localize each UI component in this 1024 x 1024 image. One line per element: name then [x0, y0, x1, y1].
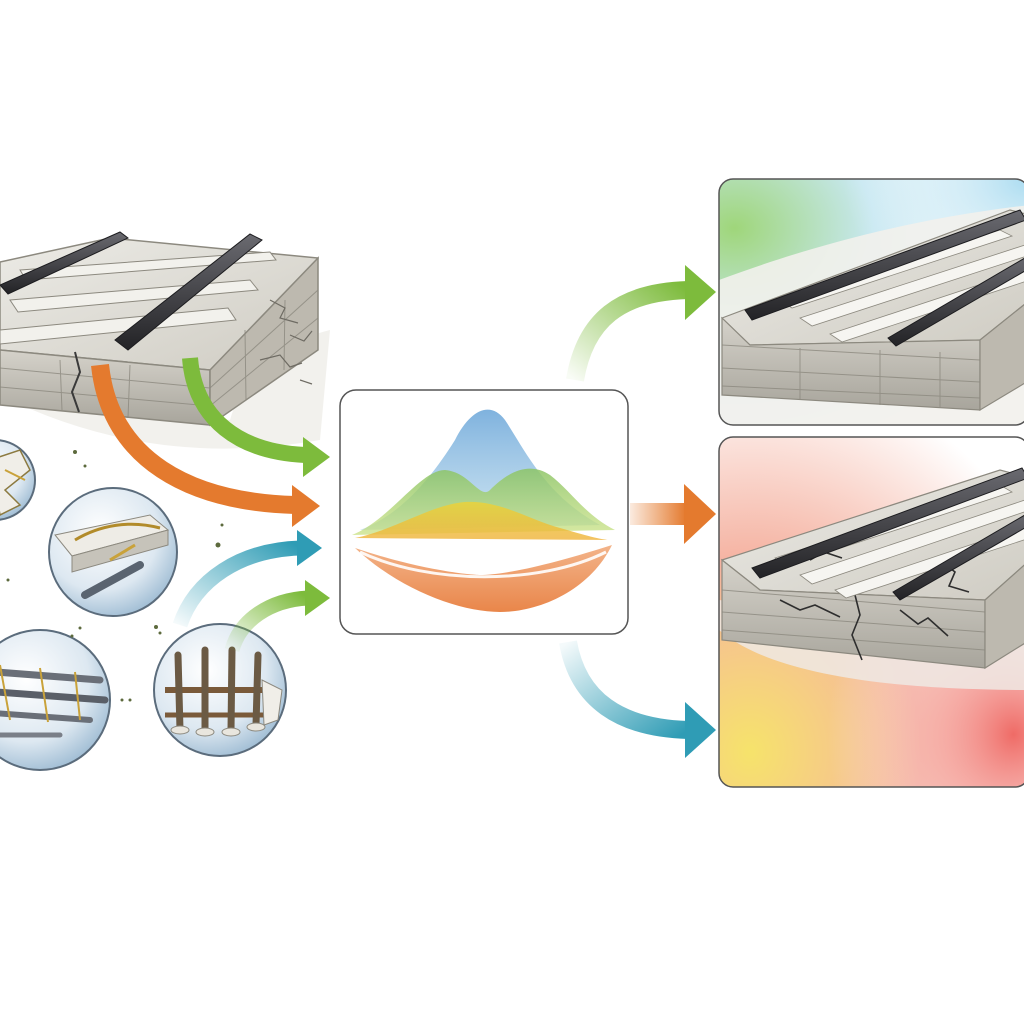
debris-dots: [6, 450, 224, 702]
input-arrow-teal: [172, 530, 322, 628]
component-circle-fastener: [0, 439, 36, 521]
output-arrow-green: [566, 265, 716, 382]
input-arrow-green-bottom: [224, 580, 330, 653]
fusion-model-panel: [339, 389, 629, 635]
component-circle-joint-bars: [0, 629, 111, 771]
source-track-block: [0, 231, 330, 449]
output-arrow-orange: [630, 484, 716, 544]
input-arrow-green-top: [182, 357, 330, 477]
component-circle-anchor-bolts: [153, 623, 287, 757]
output-panel-degraded: [718, 436, 1024, 788]
output-panel-normal: [718, 178, 1024, 426]
input-arrow-orange: [91, 363, 320, 527]
component-circle-rail-clip: [48, 487, 178, 617]
output-arrow-teal: [559, 640, 716, 758]
distribution-curves-icon: [352, 409, 615, 612]
